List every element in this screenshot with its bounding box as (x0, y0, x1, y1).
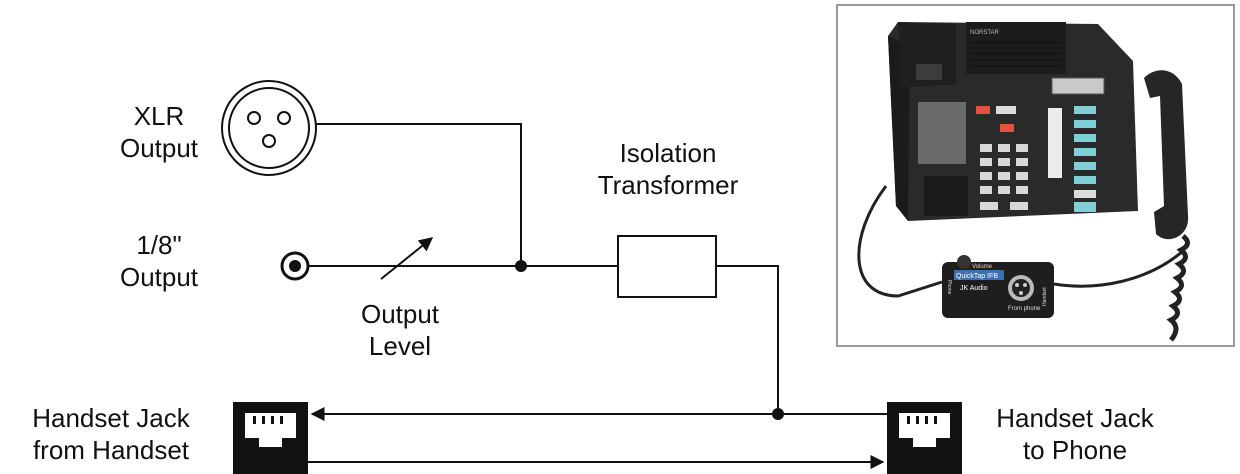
product-photo: NORSTAR (836, 4, 1235, 347)
level-label-line1: Output (360, 299, 440, 329)
quicktap-device: QuickTap IFB JK Audio From phone Volume … (942, 255, 1054, 318)
output-level-label: Output Level (340, 298, 460, 362)
device-brand-text: QuickTap IFB (956, 273, 998, 280)
junction-dot (515, 260, 527, 272)
phone-brand-text: NORSTAR (970, 30, 1000, 36)
eighth-label-line1: 1/8" (136, 230, 182, 260)
isolation-transformer-box (617, 235, 717, 298)
coiled-cord (1166, 234, 1190, 342)
isolation-transformer-label: Isolation Transformer (578, 137, 758, 201)
jack-right-line1: Handset Jack (996, 403, 1154, 433)
signal-wires (308, 123, 779, 414)
jack-left-line2: from Handset (32, 435, 190, 465)
output-level-arrow (380, 237, 434, 280)
eighth-inch-jack-icon (280, 251, 310, 281)
handset-jack-to-phone-label: Handset Jack to Phone (975, 402, 1175, 466)
iso-label-line1: Isolation (619, 138, 717, 168)
handset-jack-right-icon (887, 402, 962, 474)
xlr-connector-icon (221, 80, 317, 176)
device-maker-text: JK Audio (960, 285, 988, 292)
device-phone-text: Phone (946, 280, 952, 295)
eighth-label-line2: Output (119, 262, 199, 292)
handset-jack-from-handset-label: Handset Jack from Handset (0, 402, 222, 466)
xlr-output-label: XLR Output (104, 100, 214, 164)
handset-receiver (1144, 70, 1189, 240)
jack-left-line1: Handset Jack (32, 403, 190, 433)
xlr-label-line1: XLR (133, 101, 185, 131)
device-volume-text: Volume (972, 264, 993, 270)
desk-phone-illustration: NORSTAR (857, 22, 1190, 342)
device-handset-text: Handset (1042, 287, 1048, 306)
jack-right-line2: to Phone (1022, 435, 1128, 465)
handset-jack-left-icon (233, 402, 308, 474)
iso-label-line2: Transformer (597, 170, 739, 200)
device-from-phone-text: From phone (1008, 306, 1041, 312)
eighth-output-label: 1/8" Output (104, 229, 214, 293)
level-label-line2: Level (368, 331, 432, 361)
xlr-label-line2: Output (119, 133, 199, 163)
